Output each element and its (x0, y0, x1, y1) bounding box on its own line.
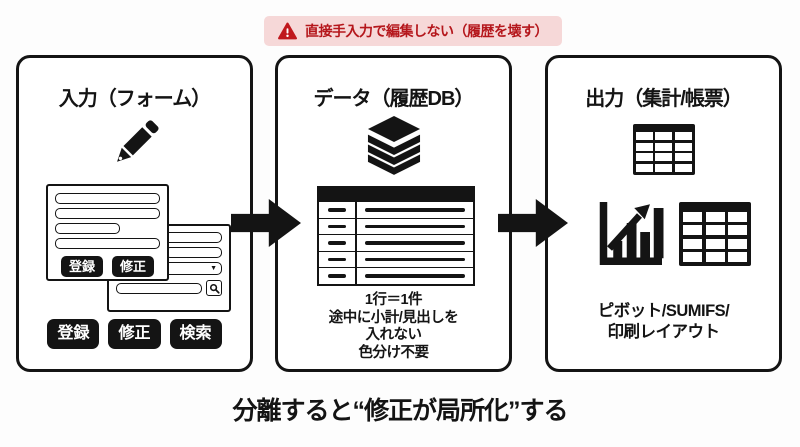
modify-button: 修正 (108, 319, 161, 349)
output-caption: ピボット/SUMIFS/ 印刷レイアウト (548, 301, 779, 344)
data-box-title: データ（履歴DB） (313, 88, 475, 110)
note-line: 色分け不要 (358, 345, 430, 362)
table-header-row (319, 188, 473, 201)
warning-banner: 直接手入力で編集しない（履歴を壊す） (264, 16, 562, 46)
table-row (319, 267, 473, 284)
warning-triangle-icon (278, 22, 297, 40)
note-line: 入れない (365, 327, 423, 344)
table-row (319, 250, 473, 268)
input-action-buttons: 登録 修正 検索 (19, 319, 250, 349)
input-form-box: 入力（フォーム） ▼ (16, 55, 253, 372)
table-row (319, 201, 473, 218)
input-field (55, 193, 160, 204)
search-button: 検索 (169, 319, 222, 349)
modify-button: 修正 (112, 256, 155, 277)
dropdown-caret-icon: ▼ (210, 265, 217, 272)
data-box-notes: 1行＝1件 途中に小計/見出しを 入れない 色分け不要 (278, 292, 509, 363)
warning-banner-text: 直接手入力で編集しない（履歴を壊す） (305, 23, 549, 39)
form-mockup-front: 登録 修正 (46, 184, 169, 281)
report-table-icon (679, 202, 751, 266)
input-field (55, 238, 160, 249)
footer-caption: 分離すると“修正が局所化”する (232, 397, 568, 425)
register-button: 登録 (47, 319, 100, 349)
pencil-icon (106, 114, 164, 177)
table-row (319, 234, 473, 251)
note-line: 途中に小計/見出しを (328, 309, 459, 326)
caption-line: ピボット/SUMIFS/ (597, 302, 730, 320)
output-box: 出力（集計/帳票） (545, 55, 782, 372)
note-line: 1行＝1件 (364, 292, 423, 308)
database-stack-icon (357, 116, 431, 183)
output-box-title: 出力（集計/帳票） (585, 88, 743, 110)
history-db-box: データ（履歴DB） (275, 55, 512, 372)
search-field (116, 282, 202, 294)
history-table-graphic (317, 186, 475, 286)
bar-chart-icon (592, 199, 666, 276)
table-row (319, 217, 473, 235)
search-icon (206, 280, 222, 296)
register-button: 登録 (60, 256, 103, 277)
input-field (55, 223, 120, 234)
input-field (55, 208, 160, 219)
input-box-title: 入力（フォーム） (58, 88, 211, 110)
input-field (165, 247, 222, 258)
spreadsheet-icon (632, 124, 695, 175)
caption-line: 印刷レイアウト (607, 323, 721, 342)
